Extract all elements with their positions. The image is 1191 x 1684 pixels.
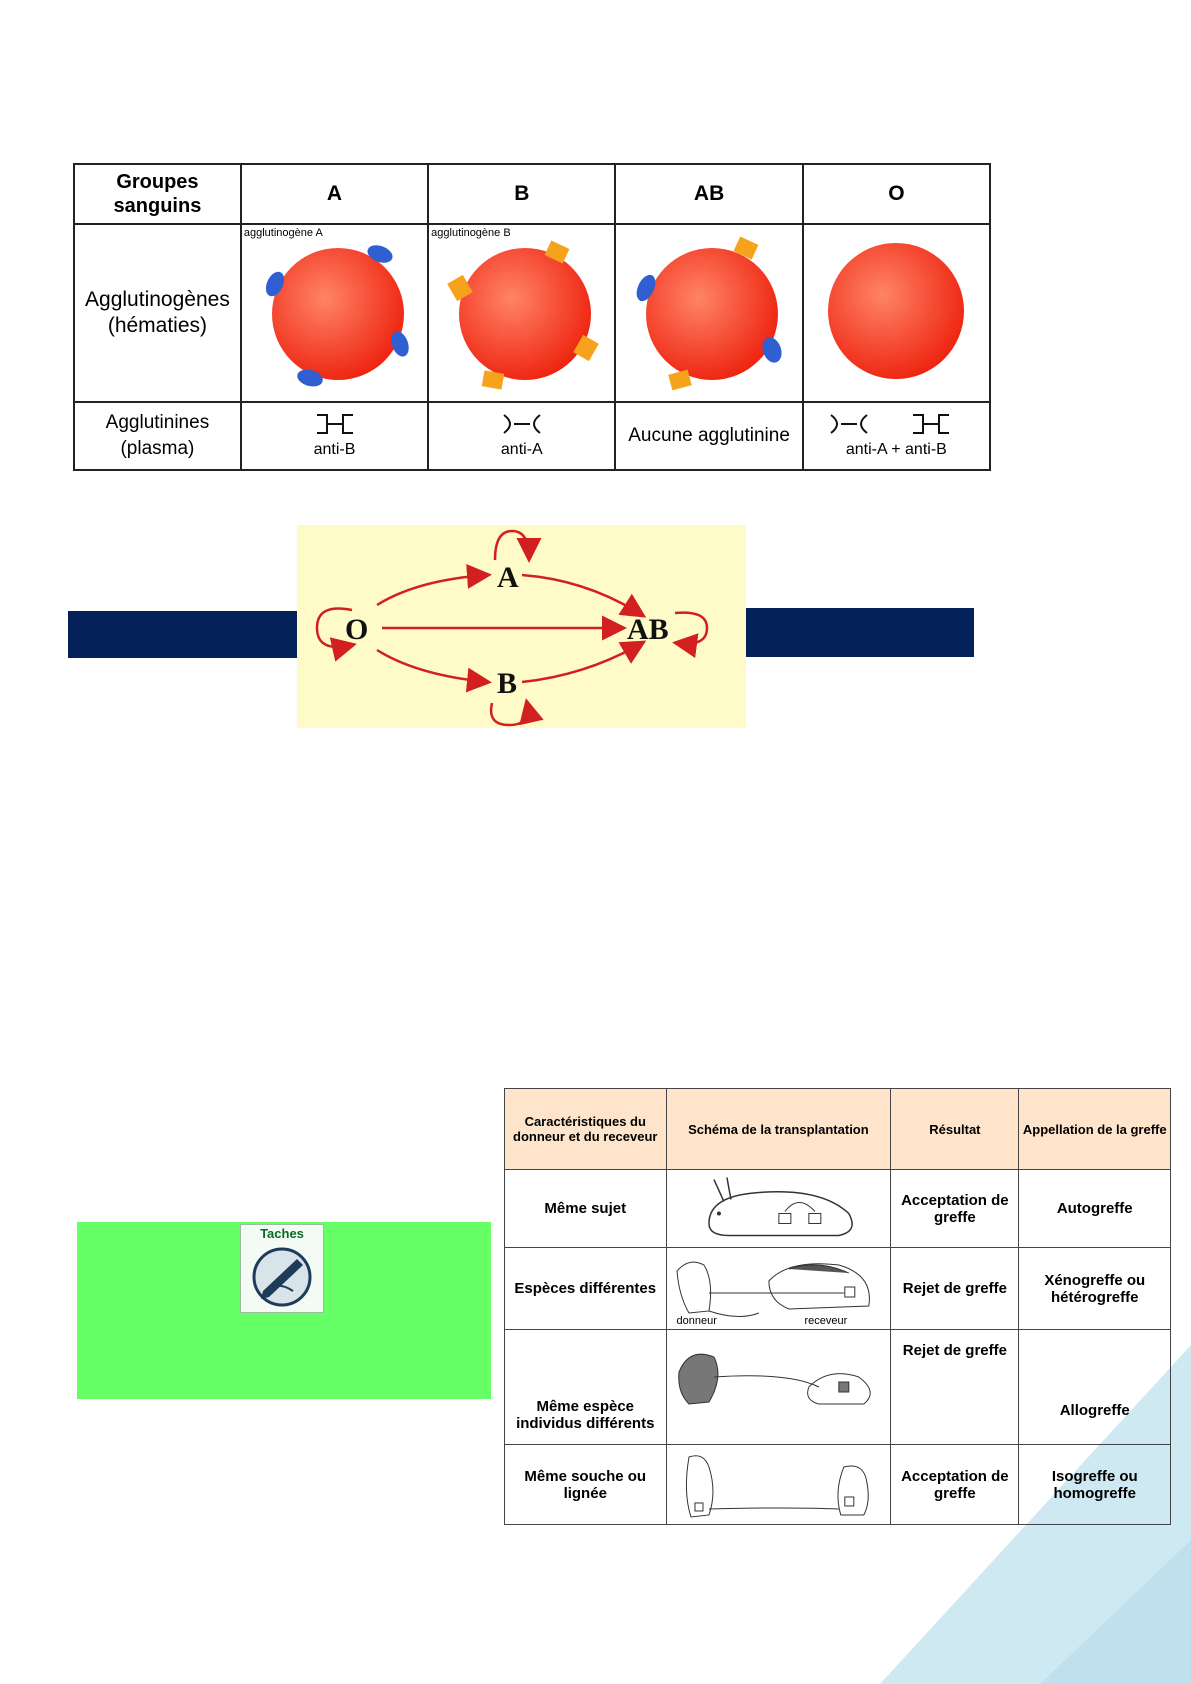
dark-banner-right	[743, 608, 974, 657]
agglutinine-o-text-1: anti-A +	[845, 441, 901, 458]
cell-red-cell-ab	[614, 223, 804, 403]
header-schema: Schéma de la transplantation	[665, 1088, 892, 1170]
red-cell-b-illustration	[447, 240, 599, 390]
row4-characteristics: Même souche ou lignée	[504, 1444, 667, 1525]
agglutinine-o-text-2: anti-B	[905, 441, 947, 458]
node-a: A	[497, 561, 519, 594]
red-cell-a-illustration	[265, 244, 409, 386]
node-b: B	[497, 667, 517, 700]
pen-writing-icon	[252, 1247, 312, 1307]
task-title: Taches	[260, 1226, 304, 1241]
row2-schema: donneur receveur	[665, 1247, 892, 1330]
agglutinine-b-text: anti-A	[500, 441, 543, 458]
mouse-allograft-sketch	[677, 1353, 871, 1405]
row-label-agglutinines: Agglutinines (plasma)	[73, 401, 242, 471]
header-group-a: A	[239, 163, 430, 225]
row-label-agglutinogenes: Agglutinogènes (hématies)	[73, 223, 242, 403]
row3-name: Allogreffe	[1018, 1329, 1171, 1445]
row1-schema	[665, 1169, 892, 1248]
row3-schema	[665, 1329, 892, 1445]
node-ab: AB	[627, 613, 669, 646]
header-characteristics: Caractéristiques du donneur et du receve…	[504, 1088, 667, 1170]
graft-types-table: Caractéristiques du donneur et du receve…	[504, 1088, 1171, 1525]
rabbit-sketch	[707, 1177, 853, 1237]
cell-red-cell-a: agglutinogène A	[239, 223, 430, 403]
cell-agglutinine-a: anti-B	[239, 401, 430, 471]
red-cell-o-illustration	[828, 242, 965, 379]
red-cell-ab-illustration	[636, 236, 782, 390]
mouse-rat-sketch	[675, 1261, 870, 1317]
row1-characteristics: Même sujet	[504, 1169, 667, 1248]
row4-schema	[665, 1444, 892, 1525]
label-agglutinogene-a: agglutinogène A	[243, 227, 323, 239]
row3-result: Rejet de greffe	[890, 1329, 1020, 1445]
receiver-label: receveur	[804, 1315, 848, 1327]
header-group-o: O	[801, 163, 992, 225]
compatibility-arrows: O A B AB	[315, 529, 709, 727]
cell-agglutinine-b: anti-A	[427, 401, 617, 471]
row2-characteristics: Espèces différentes	[504, 1247, 667, 1330]
row4-name: Isogreffe ou homogreffe	[1018, 1444, 1171, 1525]
anti-a-antibody-icon	[503, 414, 541, 434]
node-o: O	[345, 613, 368, 646]
cell-red-cell-o	[801, 223, 992, 403]
row1-result: Acceptation de greffe	[890, 1169, 1020, 1248]
header-resultat: Résultat	[890, 1088, 1020, 1170]
task-icon-card[interactable]: Taches	[240, 1224, 324, 1313]
row4-result: Acceptation de greffe	[890, 1444, 1020, 1525]
cell-agglutinine-o: anti-A + anti-B	[801, 401, 992, 471]
rat-isograft-sketch	[685, 1455, 869, 1518]
donor-label: donneur	[676, 1315, 717, 1327]
row3-characteristics: Même espèce individus différents	[504, 1329, 667, 1445]
row2-result: Rejet de greffe	[890, 1247, 1020, 1330]
header-group-ab: AB	[614, 163, 804, 225]
anti-a-anti-b-antibody-icon	[830, 414, 950, 434]
header-appellation: Appellation de la greffe	[1018, 1088, 1171, 1170]
agglutinine-o-text: anti-A + anti-B	[804, 441, 989, 459]
blood-group-table: Groupes sanguins A B AB O Agglutinogènes…	[73, 163, 992, 471]
dark-banner-left	[68, 611, 298, 658]
cell-red-cell-b: agglutinogène B	[427, 223, 617, 403]
agglutinine-a-text: anti-B	[313, 441, 356, 458]
cell-agglutinine-ab: Aucune agglutinine	[614, 401, 804, 471]
label-agglutinogene-b: agglutinogène B	[431, 227, 511, 239]
anti-b-antibody-icon	[316, 414, 353, 434]
task-box: Taches	[77, 1222, 491, 1399]
transfusion-compatibility-diagram: O A B AB	[297, 525, 746, 728]
row1-name: Autogreffe	[1018, 1169, 1171, 1248]
header-groupes-sanguins: Groupes sanguins	[73, 163, 242, 225]
row2-name: Xénogreffe ou hétérogreffe	[1018, 1247, 1171, 1330]
header-group-b: B	[427, 163, 617, 225]
